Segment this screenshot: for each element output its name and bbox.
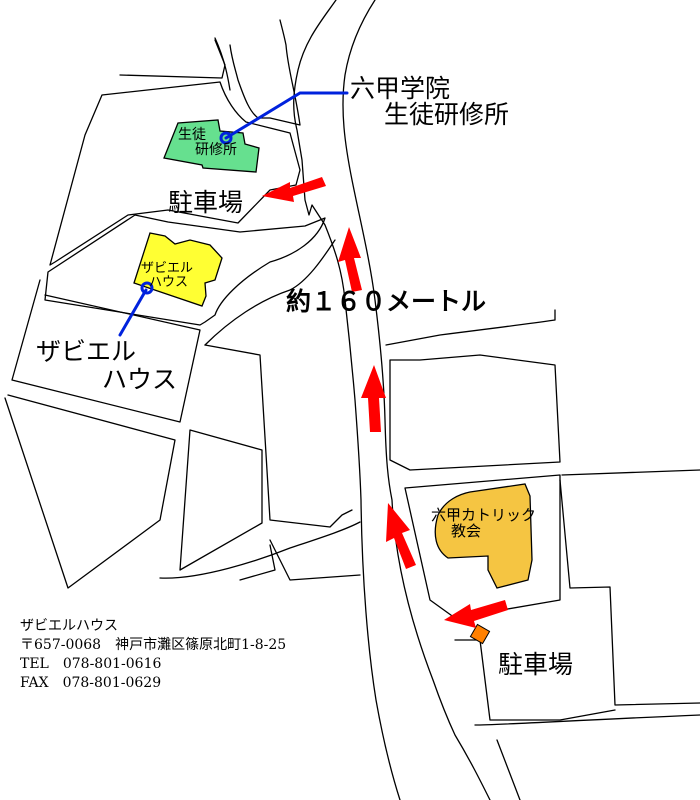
callout-line-seito xyxy=(224,91,349,140)
callout-title: ザビエル xyxy=(36,337,137,366)
parking-label: 駐車場 xyxy=(168,188,244,217)
block-outline xyxy=(561,469,700,476)
road-edge xyxy=(496,739,521,800)
address-tel: TEL 078-801-0616 xyxy=(20,655,162,672)
parking-label: 駐車場 xyxy=(498,650,574,679)
callout-pin-seito xyxy=(219,131,233,145)
parking-marker xyxy=(469,623,491,645)
block-outline xyxy=(11,279,201,423)
address-block: ザビエルハウス 〒657-0068 神戸市灘区篠原北町1-8-25 TEL 07… xyxy=(20,617,286,693)
road-edge xyxy=(159,521,361,579)
seito-kenshujo-callout: 六甲学院 生徒研修所 xyxy=(350,74,510,130)
block-outline xyxy=(559,479,700,706)
address-postal: 〒657-0068 神戸市灘区篠原北町1-8-25 xyxy=(20,636,287,653)
building-label-line: 教会 xyxy=(451,521,482,540)
xavier-building-label: ザビエル ハウス xyxy=(141,262,193,289)
route-arrow xyxy=(338,227,362,292)
building-label-line: ハウス xyxy=(149,274,189,290)
callout-pin-xavier xyxy=(140,281,154,295)
seito-building-label: 生徒 研修所 xyxy=(178,128,237,157)
road-edge xyxy=(389,354,561,471)
block-outline xyxy=(4,394,176,589)
route-arrow xyxy=(262,177,326,202)
xavier-house-callout: ザビエル ハウス xyxy=(36,337,178,395)
address-fax: FAX 078-801-0629 xyxy=(20,674,162,691)
route-arrow xyxy=(361,365,386,432)
church-building-label: 六甲カトリック 教会 xyxy=(431,506,537,540)
callout-subtitle: 生徒研修所 xyxy=(384,100,510,130)
block-outline xyxy=(44,214,326,326)
address-name: ザビエルハウス xyxy=(20,618,118,634)
building-label-line: 生徒 xyxy=(178,127,206,143)
road-edge xyxy=(474,714,700,726)
road-edge xyxy=(214,37,231,91)
callout-line-xavier xyxy=(118,288,148,337)
block-outline xyxy=(49,81,301,266)
callout-subtitle: ハウス xyxy=(102,365,178,395)
building-label-line: 研修所 xyxy=(195,141,237,158)
distance-label: 約１６０メートル xyxy=(286,287,487,316)
route-arrow xyxy=(444,600,508,628)
route-arrow xyxy=(386,503,416,569)
road-edge xyxy=(204,344,353,528)
church-building xyxy=(434,483,533,589)
road-edge xyxy=(239,544,276,581)
block-outline xyxy=(454,639,616,721)
road-edge xyxy=(229,19,301,126)
building-label-line: 六甲カトリック xyxy=(431,506,537,524)
block-outline xyxy=(179,429,263,571)
road-edge xyxy=(342,0,491,800)
xavier-building xyxy=(133,232,223,307)
callout-title: 六甲学院 xyxy=(350,74,451,103)
road-edge xyxy=(119,39,226,79)
road-edge xyxy=(204,239,336,346)
building-label-line: ザビエル xyxy=(141,261,194,276)
road-edge xyxy=(269,539,361,581)
road-edge xyxy=(385,309,556,346)
